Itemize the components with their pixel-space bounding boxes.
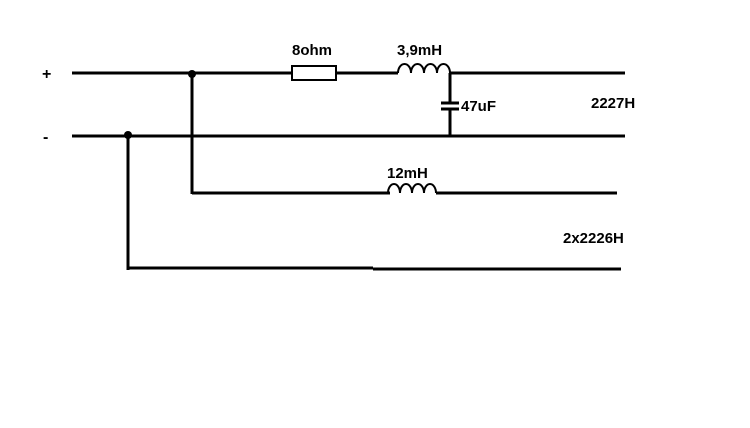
resistor-8ohm-symbol	[291, 65, 337, 81]
upper-driver-label: 2227H	[591, 95, 635, 112]
inductor-12mh-symbol	[387, 183, 437, 194]
inductor-3-9mh-symbol	[397, 63, 451, 74]
inductor-series-label: 3,9mH	[397, 42, 442, 59]
negative-terminal-label: -	[43, 129, 48, 146]
lower-driver-label: 2x2226H	[563, 230, 624, 247]
resistor-label: 8ohm	[292, 42, 332, 59]
capacitor-label: 47uF	[461, 98, 496, 115]
inductor-lower-label: 12mH	[387, 165, 428, 182]
positive-terminal-label: +	[42, 66, 51, 83]
